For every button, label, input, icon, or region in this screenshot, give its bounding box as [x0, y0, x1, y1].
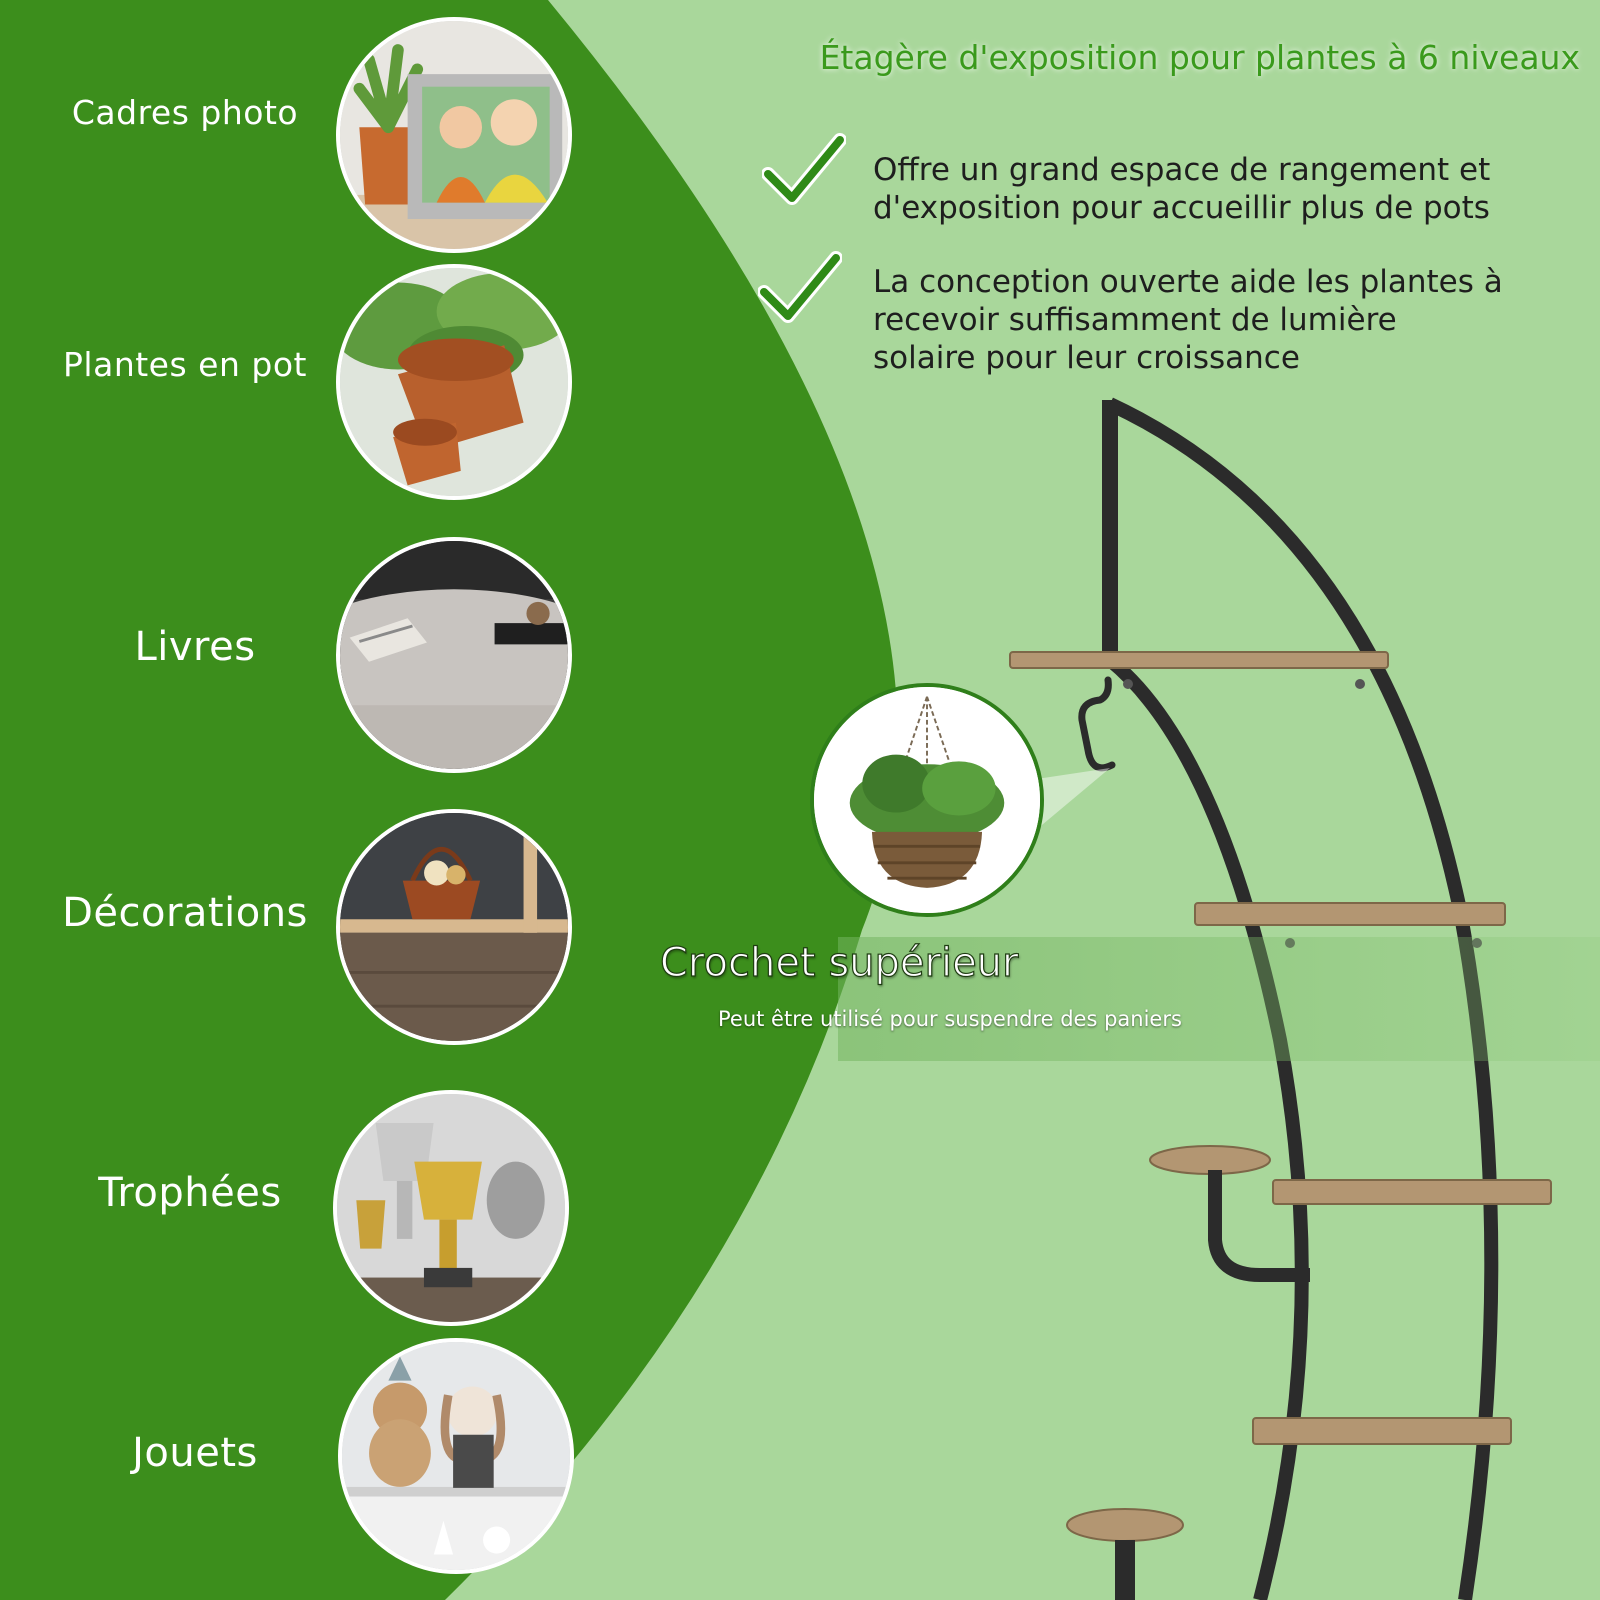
- hook-caption-band: [838, 937, 1600, 1061]
- photo-frame-image: [336, 17, 572, 253]
- books-image: [336, 537, 572, 773]
- feature-light-text: La conception ouverte aide les plantes à…: [873, 263, 1593, 377]
- feature-line: solaire pour leur croissance: [873, 340, 1300, 376]
- feature-line: recevoir suffisamment de lumière: [873, 302, 1397, 338]
- check-icon: [762, 133, 846, 205]
- feature-line: Offre un grand espace de rangement et: [873, 152, 1491, 188]
- hanging-basket-image: [810, 683, 1044, 917]
- page-title: Étagère d'exposition pour plantes à 6 ni…: [819, 38, 1580, 77]
- use-label-jouets: Jouets: [132, 1430, 258, 1476]
- use-label-cadres-photo: Cadres photo: [71, 93, 299, 132]
- feature-line: La conception ouverte aide les plantes à: [873, 264, 1503, 300]
- callout-pointer: [1030, 768, 1110, 835]
- decorations-image: [336, 809, 572, 1045]
- hook-subtitle: Peut être utilisé pour suspendre des pan…: [718, 1007, 1182, 1031]
- check-icon: [758, 251, 842, 323]
- plant-stand-illustration: [1009, 397, 1552, 1600]
- hook-title: Crochet supérieur: [659, 939, 1019, 986]
- use-label-trophees: Trophées: [98, 1170, 282, 1216]
- feature-line: d'exposition pour accueillir plus de pot…: [873, 190, 1490, 226]
- feature-storage-text: Offre un grand espace de rangement et d'…: [873, 151, 1593, 227]
- use-label-livres: Livres: [134, 624, 256, 670]
- use-label-plantes-en-pot: Plantes en pot: [63, 345, 307, 384]
- trophies-image: [333, 1090, 569, 1326]
- use-label-decorations: Décorations: [62, 890, 308, 936]
- toys-image: [338, 1338, 574, 1574]
- potted-plants-image: [336, 264, 572, 500]
